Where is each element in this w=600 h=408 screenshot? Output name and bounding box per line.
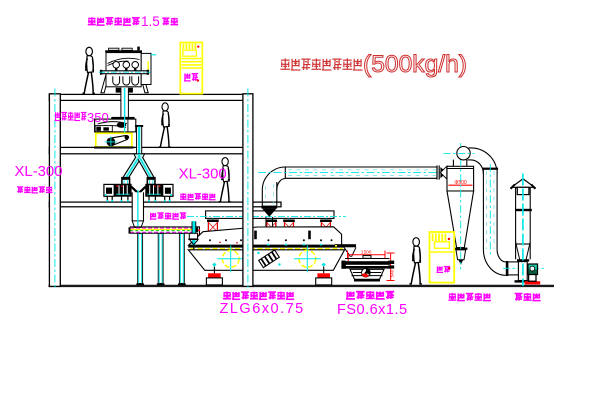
svg-text:ZLG6x0.75: ZLG6x0.75 — [220, 301, 305, 317]
svg-text:(500kg/h): (500kg/h) — [363, 51, 467, 78]
svg-text:FS0.6x1.5: FS0.6x1.5 — [337, 302, 408, 318]
svg-text:540: 540 — [390, 269, 395, 277]
svg-text:350: 350 — [87, 110, 109, 125]
svg-text:Φ500: Φ500 — [454, 180, 467, 186]
svg-text:1.5: 1.5 — [141, 14, 160, 29]
svg-text:XL-300: XL-300 — [15, 164, 63, 180]
svg-text:XL-300: XL-300 — [179, 167, 227, 183]
svg-text:1500: 1500 — [361, 249, 372, 254]
